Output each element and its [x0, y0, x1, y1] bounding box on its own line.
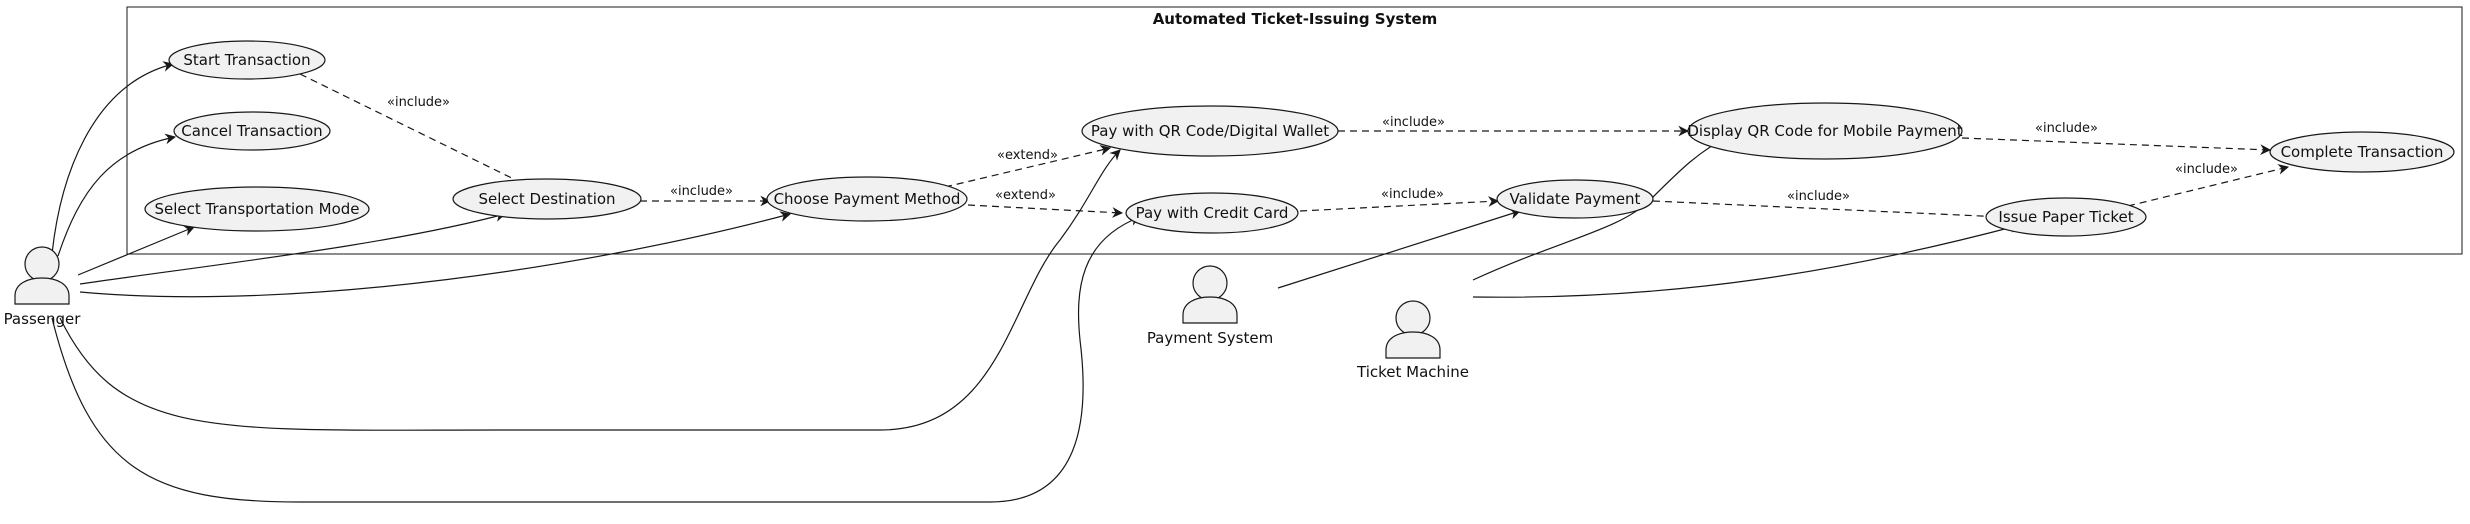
assoc-passenger-qr	[59, 149, 1121, 431]
use-case-choose-payment-method: Choose Payment Method	[766, 176, 968, 222]
use-case-label: Issue Paper Ticket	[1998, 208, 2133, 226]
assoc-payment-validate	[1277, 208, 1522, 289]
assoc-passenger-start	[51, 61, 175, 255]
dep-method-card	[967, 204, 1124, 218]
label-card-validate: «include»	[1381, 187, 1444, 202]
person-icon	[1182, 265, 1238, 324]
use-case-label: Start Transaction	[183, 51, 310, 69]
use-case-label: Display QR Code for Mobile Payment	[1687, 122, 1962, 140]
system-boundary: Automated Ticket-Issuing System	[126, 6, 2463, 255]
use-case-pay-qr: Pay with QR Code/Digital Wallet	[1081, 105, 1339, 157]
label-issue-complete: «include»	[2175, 162, 2238, 177]
stereotype-labels: «include» «include» «extend» «extend» «i…	[387, 95, 2238, 204]
assoc-passenger-mode	[77, 225, 195, 276]
actor-label: Passenger	[4, 310, 82, 328]
actor-label: Payment System	[1147, 329, 1273, 347]
use-case-display-qr: Display QR Code for Mobile Payment	[1687, 102, 1963, 160]
actor-ticket-machine: Ticket Machine	[1356, 300, 1469, 381]
use-case-pay-credit-card: Pay with Credit Card	[1125, 192, 1299, 234]
use-case-cancel-transaction: Cancel Transaction	[173, 111, 331, 151]
person-icon	[1385, 300, 1441, 359]
assoc-passenger-dest	[79, 211, 507, 285]
label-validate-issue: «include»	[1787, 189, 1850, 204]
assoc-ticket-issue	[1472, 222, 2022, 298]
use-case-select-transportation-mode: Select Transportation Mode	[144, 186, 370, 232]
label-qr-display: «include»	[1382, 115, 1445, 130]
use-case-label: Choose Payment Method	[774, 190, 961, 208]
use-case-label: Pay with QR Code/Digital Wallet	[1091, 122, 1329, 140]
use-case-complete-transaction: Complete Transaction	[2269, 131, 2455, 173]
actors: Passenger Payment System Ticket Machine	[4, 246, 1469, 381]
actor-label: Ticket Machine	[1356, 363, 1469, 381]
person-icon	[14, 246, 70, 305]
use-case-issue-paper-ticket: Issue Paper Ticket	[1985, 197, 2147, 237]
dep-display-complete	[1961, 137, 2272, 156]
use-case-label: Cancel Transaction	[181, 122, 322, 140]
assoc-passenger-card	[51, 215, 1142, 503]
assoc-passenger-method	[79, 211, 792, 298]
use-case-start-transaction: Start Transaction	[168, 40, 326, 80]
use-cases: Start Transaction Cancel Transaction Sel…	[144, 40, 2455, 237]
use-case-label: Select Destination	[478, 190, 615, 208]
system-title: Automated Ticket-Issuing System	[1153, 10, 1438, 28]
dep-start-dest	[299, 73, 533, 189]
label-display-complete: «include»	[2035, 121, 2098, 136]
label-method-qr: «extend»	[997, 148, 1058, 163]
dep-method-qr	[944, 144, 1112, 188]
dep-card-validate	[1299, 196, 1500, 212]
use-case-label: Validate Payment	[1510, 190, 1641, 208]
actor-payment-system: Payment System	[1147, 265, 1273, 347]
dep-issue-complete	[2127, 164, 2290, 207]
label-dest-method: «include»	[670, 184, 733, 199]
use-case-select-destination: Select Destination	[452, 178, 642, 220]
label-start-dest: «include»	[387, 95, 450, 110]
use-case-label: Complete Transaction	[2281, 143, 2444, 161]
use-case-validate-payment: Validate Payment	[1496, 179, 1654, 219]
actor-passenger: Passenger	[4, 246, 82, 328]
use-case-label: Pay with Credit Card	[1136, 204, 1289, 222]
associations	[51, 61, 2022, 503]
dependencies	[299, 73, 2290, 222]
use-case-label: Select Transportation Mode	[155, 200, 360, 218]
label-method-card: «extend»	[995, 188, 1056, 203]
dep-validate-issue	[1652, 200, 2005, 222]
assoc-passenger-cancel	[57, 133, 177, 257]
